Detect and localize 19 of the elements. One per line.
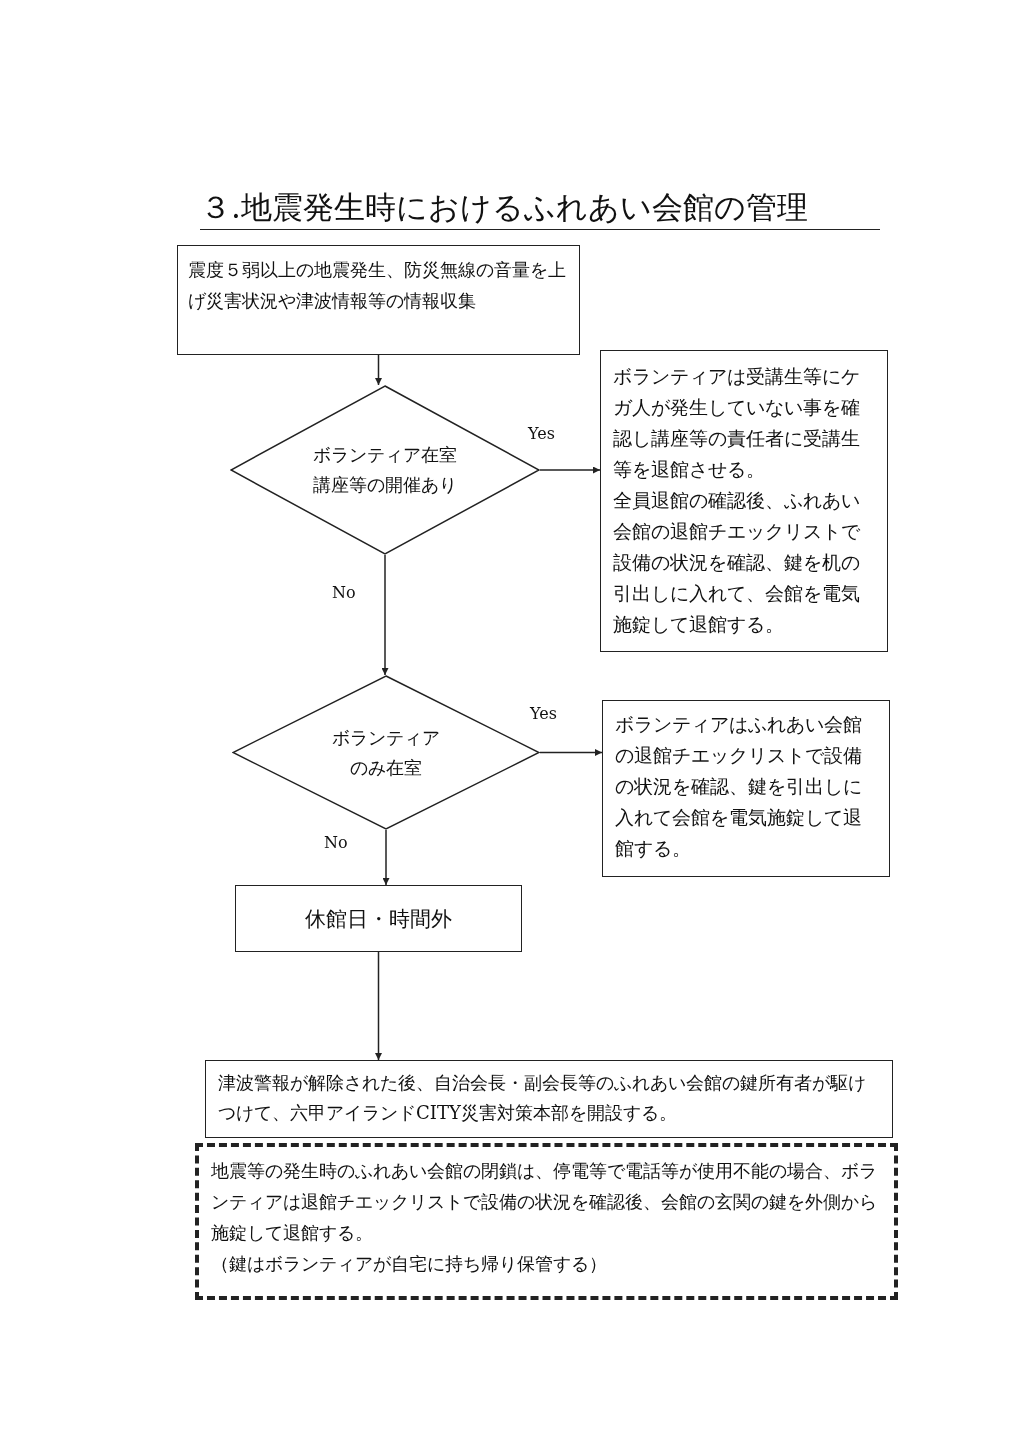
arrow [382, 829, 390, 886]
box-text: 全員退館の確認後、ふれあい会館の退館チエックリストで設備の状況を確認、鍵を机の引出しに入れて、会館を電気施錠して退館する。 [613, 488, 861, 637]
process-box: 震度５弱以上の地震発生、防災無線の音量を上げ災害状況や津波情報等の情報収集 [177, 245, 580, 355]
process-box [600, 350, 888, 652]
box-text: （鍵はボランティアが自宅に持ち帰り保管する） [211, 1252, 608, 1276]
decision-text: ボランティアのみ在室 [331, 725, 441, 780]
process-box: ボランティアはふれあい会館の退館チエックリストで設備の状況を確認、鍵を引出しに入れて会館を電気施錠して退館する。 [602, 700, 890, 877]
arrow [539, 466, 601, 474]
arrow [381, 554, 389, 676]
arrow [375, 951, 382, 1061]
process-box: 津波警報が解除された後、自治会長・副会長等のふれあい会館の鍵所有者が駆けつけて、六甲アイランドCITY災害対策本部を開設する。 [205, 1060, 893, 1138]
arrow [375, 354, 382, 386]
arrow [539, 749, 603, 756]
process-box: 休館日・時間外 [235, 885, 522, 952]
box-text: 地震等の発生時のふれあい会館の閉鎖は、停電等で電話等が使用不能の場合、ボランティアは退館チエックリストで設備の状況を確認後、会館の玄関の鍵を外側から施錠して退館する。 [211, 1159, 878, 1245]
box-text: ボランティアは受講生等にケガ人が発生していない事を確認し講座等の責任者に受講生等を退館させる。 [613, 364, 861, 482]
note-box [195, 1143, 898, 1300]
title: ３.地震発生時におけるふれあい会館の管理 [200, 185, 880, 230]
decision-text: ボランティア在室講座等の開催あり [312, 443, 458, 497]
